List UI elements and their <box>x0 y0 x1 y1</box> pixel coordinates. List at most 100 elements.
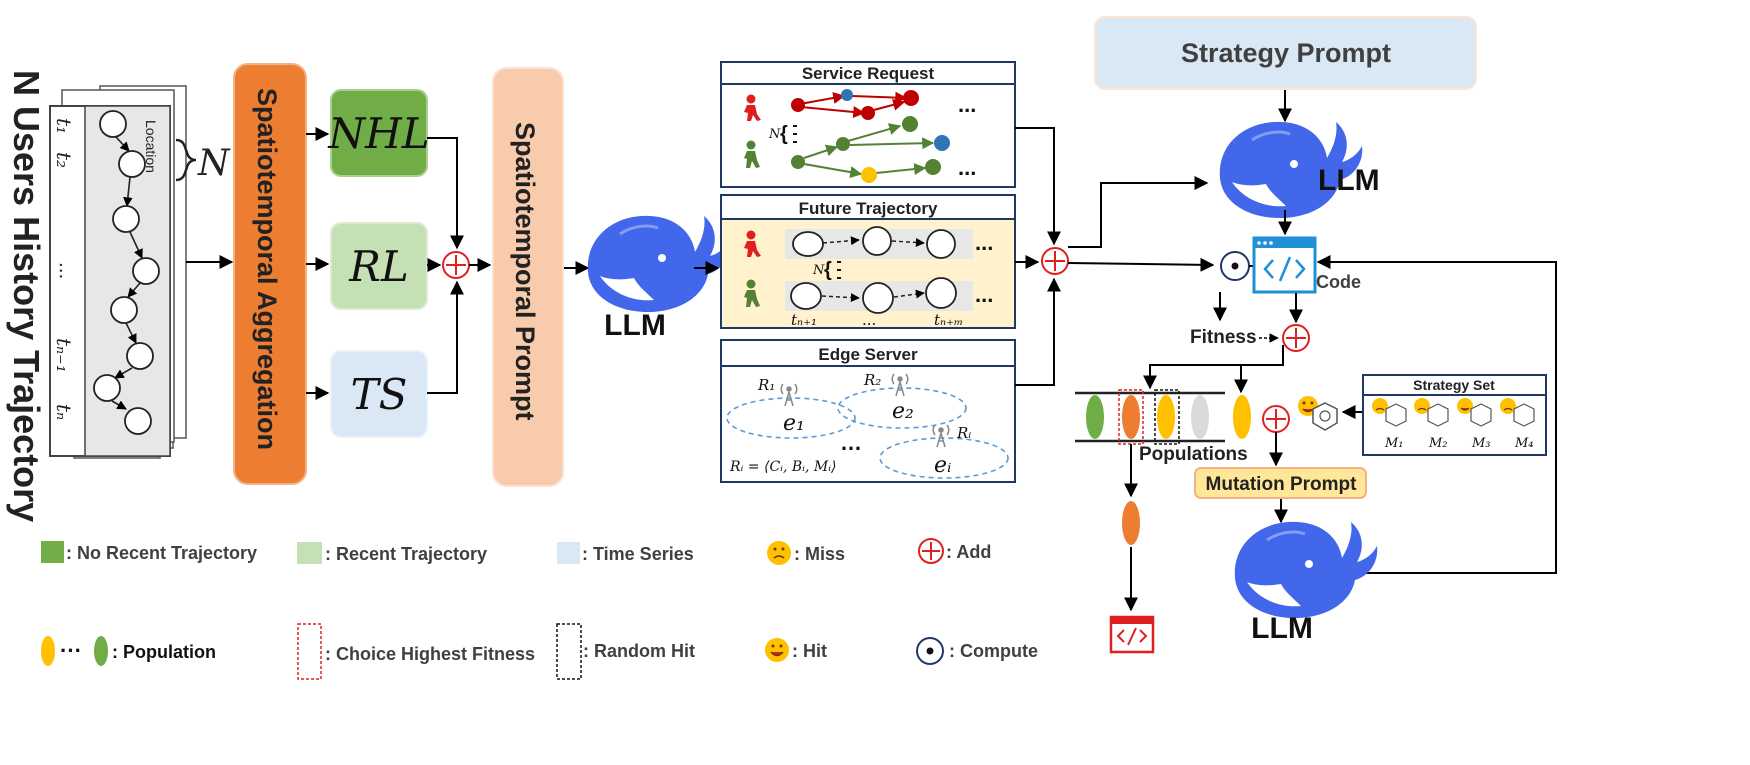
legend-miss-icon <box>767 541 791 565</box>
strategy-m4-label: M₄ <box>1514 436 1534 451</box>
future-t-end: tₙ₊ₘ <box>934 311 963 329</box>
future-trajectory-ellipsis-1: ... <box>975 230 993 255</box>
llm-label-1: LLM <box>604 309 666 342</box>
llm-label-2: LLM <box>1318 164 1380 197</box>
tower-icon-2 <box>891 373 909 397</box>
strategy-prompt-block <box>1094 16 1477 90</box>
service-request-panel: Service Request ... N { <box>720 61 1016 188</box>
strategy-m3-icon <box>1457 398 1492 427</box>
aggregation-block <box>233 63 307 485</box>
time-label-n-1: tₙ₋₁ <box>52 338 76 373</box>
add-operator-3 <box>1282 324 1310 352</box>
legend-recent: : Recent Trajectory <box>325 544 487 564</box>
strategy-m2-label: M₂ <box>1428 436 1448 451</box>
legend-population-yellow <box>41 636 55 666</box>
future-trajectory-panel: Future Trajectory ... ... N { <box>720 194 1016 329</box>
mutation-prompt-label: Mutation Prompt <box>1206 474 1358 495</box>
svg-text:{: { <box>780 123 788 145</box>
legend-no-recent: : No Recent Trajectory <box>66 543 257 563</box>
edge-e1: e₁ <box>783 411 805 436</box>
legend-population-green <box>94 636 108 666</box>
edge-server-panel: Edge Server R₁ R₂ Rᵢ e₁ e₂ eᵢ … Rᵢ = ⟨Cᵢ… <box>720 339 1016 483</box>
strategy-set-title: Strategy Set <box>1413 377 1495 393</box>
svg-text:{: { <box>824 259 832 281</box>
selected-strategy-icon <box>1312 402 1338 431</box>
strategy-m2-icon <box>1414 398 1449 427</box>
legend-random-swatch <box>556 623 582 680</box>
future-t-mid: ... <box>862 311 876 329</box>
edge-formula: Rᵢ = ⟨Cᵢ, Bᵢ, Mᵢ⟩ <box>729 459 837 475</box>
legend-compute: : Compute <box>949 641 1038 661</box>
nhl-module <box>330 89 428 177</box>
mutation-prompt-block <box>1194 467 1367 499</box>
user-green-icon-2 <box>744 279 760 307</box>
random-hit-marker <box>1154 389 1180 445</box>
strategy-m3-label: M₃ <box>1471 436 1491 451</box>
edge-r2: R₂ <box>863 371 881 389</box>
trajectory-card: Location t₁ t₂ ... tₙ₋₁ tₙ <box>49 105 171 457</box>
fitness-label: Fitness <box>1190 327 1257 348</box>
input-title: N Users History Trajectory <box>6 70 47 522</box>
ts-label: TS <box>351 370 408 419</box>
legend-time-series-swatch <box>557 542 580 564</box>
nhl-label: NHL <box>327 109 429 158</box>
future-t-start: tₙ₊₁ <box>791 311 817 329</box>
edge-server-title: Edge Server <box>818 345 918 364</box>
service-request-title: Service Request <box>802 64 935 83</box>
legend-add: : Add <box>946 542 991 562</box>
edge-ri: Rᵢ <box>956 424 971 442</box>
add-operator-2 <box>1041 247 1069 275</box>
edge-ei: eᵢ <box>934 453 951 478</box>
future-trajectory-ellipsis-2: ... <box>975 282 993 307</box>
add-operator-1 <box>442 251 470 279</box>
legend-time-series: : Time Series <box>582 544 694 564</box>
legend-compute-icon <box>916 637 944 665</box>
time-label-dots: ... <box>55 262 76 279</box>
prompt-block <box>492 67 564 487</box>
code-icon <box>1252 236 1317 294</box>
user-green-icon <box>744 140 760 168</box>
strategy-m4-icon <box>1500 398 1535 427</box>
add-operator-4 <box>1262 405 1290 433</box>
legend-add-icon <box>918 538 944 564</box>
strategy-prompt-label: Strategy Prompt <box>1181 38 1391 68</box>
edge-e2: e₂ <box>892 399 914 424</box>
legend-choice-swatch <box>297 623 322 680</box>
legend-no-recent-swatch <box>41 541 64 563</box>
time-label-2: t₂ <box>52 152 76 168</box>
prompt-label: Spatiotemporal Prompt <box>510 122 540 421</box>
tower-icon-3 <box>932 424 950 448</box>
populations-group <box>1075 389 1251 445</box>
location-label: Location <box>143 120 159 173</box>
user-red-icon-2 <box>744 230 761 257</box>
populations-label: Populations <box>1139 444 1248 465</box>
legend-population: : Population <box>112 642 216 662</box>
time-label-n: tₙ <box>52 404 76 420</box>
llm-label-3: LLM <box>1251 612 1313 645</box>
service-request-ellipsis-1: ... <box>958 92 976 117</box>
input-n-label: N <box>197 143 231 184</box>
legend-random: : Random Hit <box>583 641 695 661</box>
edge-dots: … <box>840 430 862 455</box>
service-request-n: N <box>768 127 781 142</box>
legend-hit-icon <box>765 638 789 662</box>
legend-hit: : Hit <box>792 641 827 661</box>
edge-r1: R₁ <box>757 376 775 394</box>
legend: : No Recent Trajectory : Recent Trajecto… <box>41 538 1038 680</box>
tower-icon-1 <box>780 383 798 407</box>
strategy-m1-label: M₁ <box>1384 436 1404 451</box>
strategy-set-panel: Strategy Set M₁ M₂ M₃ M₄ <box>1362 374 1547 456</box>
aggregation-label: Spatiotemporal Aggregation <box>252 88 282 450</box>
output-code-icon <box>1109 615 1155 654</box>
llm-whale-icon-3 <box>1233 520 1379 620</box>
user-red-icon <box>744 94 761 121</box>
compute-operator <box>1220 251 1250 281</box>
llm-whale-icon <box>586 214 732 314</box>
legend-choice: : Choice Highest Fitness <box>325 644 535 664</box>
rl-label: RL <box>348 242 409 291</box>
strategy-m1-icon <box>1372 398 1407 427</box>
future-trajectory-n: N <box>812 263 825 278</box>
time-label-1: t₁ <box>52 118 76 134</box>
legend-population-dots: ··· <box>60 638 82 663</box>
